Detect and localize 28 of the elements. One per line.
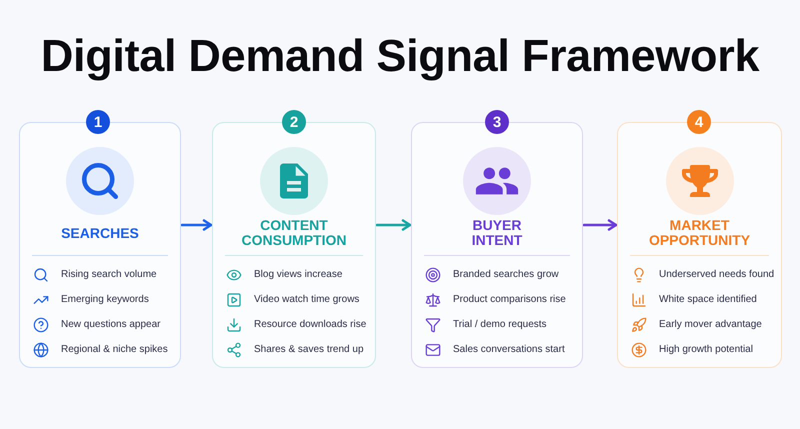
signal-item: Regional & niche spikes [61, 343, 168, 356]
signal-item: White space identified [659, 293, 757, 306]
stage-heading: BUYER INTENT [470, 218, 524, 248]
signal-item: Video watch time grows [254, 293, 360, 306]
arrow [180, 219, 212, 231]
step-number: 4 [687, 110, 711, 134]
signal-item: Emerging keywords [61, 293, 149, 306]
diagram-title: Digital Demand Signal Framework [40, 30, 760, 82]
stage-heading: CONTENT CONSUMPTION [240, 218, 348, 248]
signal-item: Branded searches grow [453, 268, 559, 281]
stage-heading: MARKET OPPORTUNITY [648, 218, 752, 248]
signal-item: Underserved needs found [659, 268, 774, 281]
signal-item: High growth potential [659, 343, 753, 356]
signal-item: Shares & saves trend up [254, 343, 364, 356]
signal-item: Trial / demo requests [453, 318, 547, 331]
signal-item: Blog views increase [254, 268, 342, 281]
step-number: 1 [86, 110, 110, 134]
arrow [376, 219, 412, 231]
step-number: 3 [485, 110, 509, 134]
signal-item: New questions appear [61, 318, 161, 331]
signal-item: Product comparisons rise [453, 293, 566, 306]
arrow [582, 219, 618, 231]
signal-item: Rising search volume [61, 268, 157, 281]
signal-item: Early mover advantage [659, 318, 762, 331]
step-number: 2 [282, 110, 306, 134]
signal-item: Resource downloads rise [254, 318, 366, 331]
stage-heading: SEARCHES [61, 226, 139, 240]
signal-item: Sales conversations start [453, 343, 565, 356]
